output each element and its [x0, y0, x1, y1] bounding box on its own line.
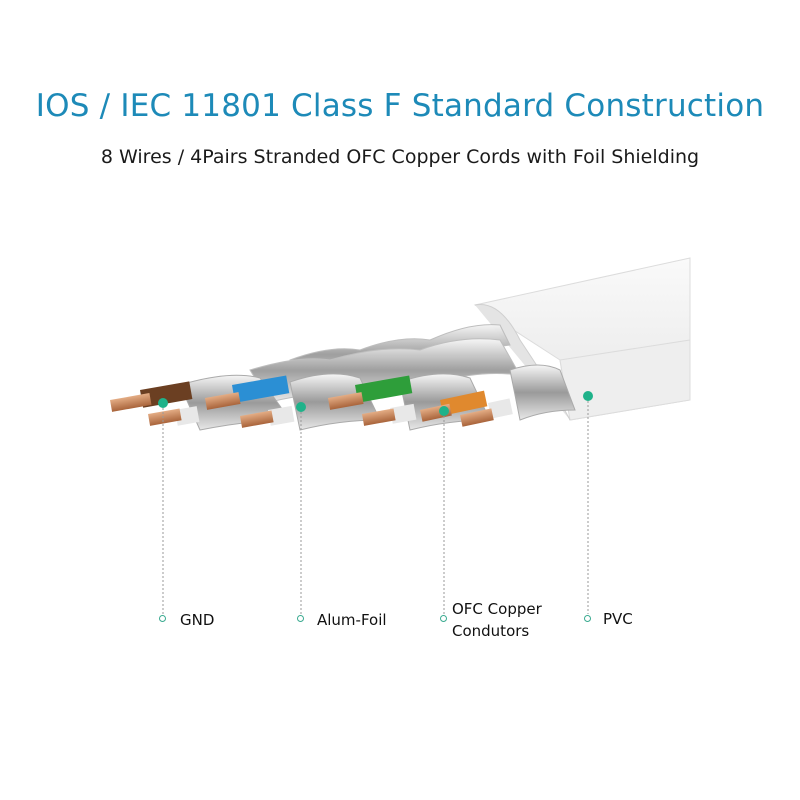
callout-leaders	[162, 397, 589, 614]
blue-pair	[204, 375, 295, 428]
alum-foil-marker-icon	[297, 615, 304, 622]
pvc-label: PVC	[603, 610, 633, 628]
gnd-marker-icon	[159, 615, 166, 622]
page-title: IOS / IEC 11801 Class F Standard Constru…	[35, 88, 765, 124]
ofc-copper-label-line2: Condutors	[452, 622, 530, 640]
ofc-copper-marker-icon	[440, 615, 447, 622]
ofc-copper-label-line1: OFC Copper	[452, 600, 542, 618]
green-pair	[328, 375, 417, 426]
page-subtitle: 8 Wires / 4Pairs Stranded OFC Copper Cor…	[100, 146, 700, 168]
ofc-copper-label: OFC Copper Condutors	[452, 599, 542, 641]
gnd-label: GND	[180, 611, 215, 629]
pvc-marker-icon	[584, 615, 591, 622]
brown-pair	[110, 381, 200, 426]
callout-markers	[158, 391, 593, 416]
alum-foil-label: Alum-Foil	[317, 611, 387, 629]
